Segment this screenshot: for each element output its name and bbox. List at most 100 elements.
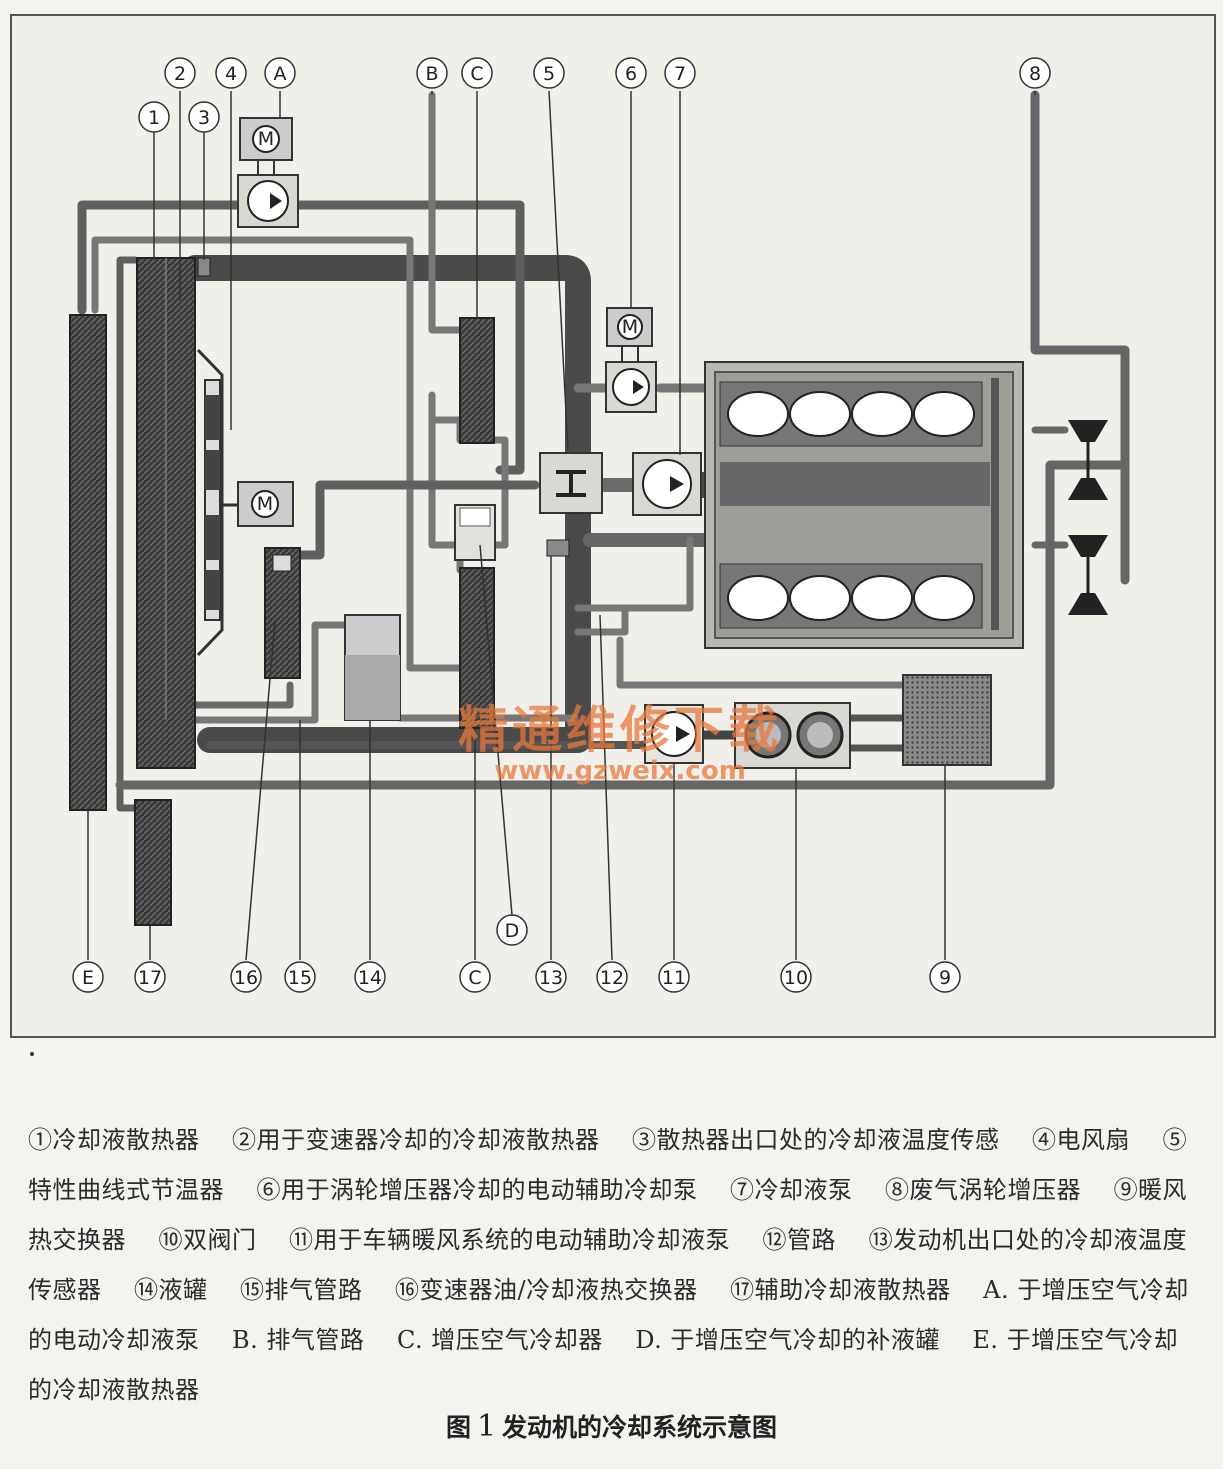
turbocharger-8 bbox=[1068, 420, 1108, 615]
callout-E: E bbox=[72, 961, 104, 993]
callout-4: 4 bbox=[215, 57, 247, 89]
svg-text:11: 11 bbox=[662, 967, 686, 989]
svg-text:6: 6 bbox=[625, 63, 637, 85]
motor-icon: M bbox=[257, 493, 273, 515]
callout-5: 5 bbox=[533, 57, 565, 89]
svg-text:A: A bbox=[274, 63, 287, 85]
callout-12: 12 bbox=[596, 961, 628, 993]
legend-item: ⑩双阀门 bbox=[158, 1226, 257, 1254]
svg-text:B: B bbox=[425, 63, 438, 85]
legend-item: C. 增压空气冷却器 bbox=[396, 1326, 603, 1354]
callout-13: 13 bbox=[535, 961, 567, 993]
legend-item: ⑦冷却液泵 bbox=[730, 1176, 853, 1204]
tank-14-fill bbox=[345, 655, 400, 720]
svg-text:C: C bbox=[468, 967, 481, 989]
pump-A bbox=[237, 117, 299, 228]
legend-item: ⑫管路 bbox=[762, 1226, 837, 1254]
svg-text:1: 1 bbox=[148, 107, 160, 129]
legend-item: ⑥用于涡轮增压器冷却的电动辅助冷却泵 bbox=[256, 1176, 698, 1204]
callout-14: 14 bbox=[354, 961, 386, 993]
svg-text:8: 8 bbox=[1029, 63, 1041, 85]
pipe-C-upper bbox=[428, 91, 464, 334]
callout-8: 8 bbox=[1019, 57, 1051, 89]
callout-A: A bbox=[264, 57, 296, 89]
motor-icon: M bbox=[622, 316, 638, 338]
svg-text:10: 10 bbox=[784, 967, 808, 989]
pipe-C-mid bbox=[428, 391, 464, 444]
legend-item: ④电风扇 bbox=[1032, 1126, 1131, 1154]
charge-air-cooler-C-upper bbox=[459, 317, 495, 444]
temp-sensor-13 bbox=[546, 539, 570, 557]
svg-text:15: 15 bbox=[288, 967, 312, 989]
legend-item: ⑤特性曲线式节温器 bbox=[28, 1126, 1188, 1204]
callout-2: 2 bbox=[164, 57, 196, 89]
callout-1: 1 bbox=[138, 101, 170, 133]
electric-fan-4 bbox=[196, 348, 224, 657]
legend-item: ③散热器出口处的冷却液温度传感 bbox=[632, 1126, 1000, 1154]
legend-item: ⑧废气涡轮增压器 bbox=[885, 1176, 1082, 1204]
legend-item: ②用于变速器冷却的冷却液散热器 bbox=[232, 1126, 600, 1154]
motor-labels: M M M bbox=[257, 128, 638, 515]
svg-text:D: D bbox=[505, 920, 520, 942]
callout-C-top: C bbox=[461, 57, 493, 89]
callout-7: 7 bbox=[664, 57, 696, 89]
legend-item: A. 于增压空气冷却的电动冷却液泵 bbox=[28, 1276, 1189, 1354]
svg-text:14: 14 bbox=[358, 967, 382, 989]
caption-number: 1 bbox=[476, 1409, 497, 1444]
coolant-pump-7 bbox=[632, 452, 702, 516]
pipe-12 bbox=[574, 536, 694, 612]
svg-text:12: 12 bbox=[600, 967, 624, 989]
legend-item: ①冷却液散热器 bbox=[28, 1126, 200, 1154]
svg-text:5: 5 bbox=[543, 63, 555, 85]
aux-pump-11 bbox=[644, 704, 704, 764]
reservoir-D-cap bbox=[459, 507, 491, 527]
legend-item: ⑰辅助冷却液散热器 bbox=[730, 1276, 951, 1304]
caption-prefix: 图 bbox=[445, 1413, 471, 1442]
heater-exchanger-9 bbox=[902, 674, 992, 766]
aux-pump-6 bbox=[605, 307, 657, 413]
stray-dot bbox=[30, 1052, 34, 1056]
callout-D: D bbox=[496, 914, 528, 946]
callout-6: 6 bbox=[615, 57, 647, 89]
svg-text:9: 9 bbox=[939, 967, 951, 989]
callout-17: 17 bbox=[134, 961, 166, 993]
temp-sensor-3 bbox=[197, 257, 211, 277]
legend-item: ⑨暖风热交换器 bbox=[28, 1176, 1188, 1254]
aux-radiator-17 bbox=[134, 799, 172, 926]
callout-11: 11 bbox=[658, 961, 690, 993]
pipe-return-15 bbox=[191, 681, 294, 709]
callout-3: 3 bbox=[188, 101, 220, 133]
svg-text:3: 3 bbox=[198, 107, 210, 129]
svg-text:E: E bbox=[82, 967, 94, 989]
legend-item: ⑪用于车辆暖风系统的电动辅助冷却液泵 bbox=[289, 1226, 731, 1254]
svg-text:13: 13 bbox=[539, 967, 563, 989]
fan-motor bbox=[222, 481, 294, 527]
svg-text:7: 7 bbox=[674, 63, 686, 85]
callout-labels: 1 2 3 4 A B C 5 6 7 8 D E 17 16 15 14 C … bbox=[72, 57, 1051, 993]
callout-10: 10 bbox=[780, 961, 812, 993]
callout-9: 9 bbox=[929, 961, 961, 993]
svg-text:4: 4 bbox=[225, 63, 237, 85]
leader-lines bbox=[87, 90, 1036, 961]
motor-icon: M bbox=[258, 128, 274, 150]
engine-block bbox=[704, 361, 1024, 649]
svg-text:C: C bbox=[470, 63, 483, 85]
callout-16: 16 bbox=[230, 961, 262, 993]
main-pipe-top bbox=[182, 255, 591, 753]
legend: ①冷却液散热器 ②用于变速器冷却的冷却液散热器 ③散热器出口处的冷却液温度传感 … bbox=[28, 1115, 1198, 1415]
caption-title: 发动机的冷却系统示意图 bbox=[502, 1413, 778, 1442]
legend-item: D. 于增压空气冷却的补液罐 bbox=[635, 1326, 940, 1354]
pipe-thin-2 bbox=[91, 236, 474, 672]
radiator-E bbox=[69, 314, 107, 811]
pipe-12b bbox=[574, 606, 629, 636]
cooling-system-diagram: 1 2 3 4 A B C 5 6 7 8 D E 17 16 15 14 C … bbox=[69, 57, 1130, 993]
double-valve-10 bbox=[734, 702, 851, 769]
heat-exchanger-16-port bbox=[272, 554, 292, 572]
legend-item: ⑭液罐 bbox=[134, 1276, 208, 1304]
callout-C-bottom: C bbox=[459, 961, 491, 993]
callout-15: 15 bbox=[284, 961, 316, 993]
pipe-C-to-D bbox=[486, 436, 509, 549]
pipe-radiator-E-loop bbox=[77, 200, 245, 315]
legend-item: ⑮排气管路 bbox=[240, 1276, 363, 1304]
